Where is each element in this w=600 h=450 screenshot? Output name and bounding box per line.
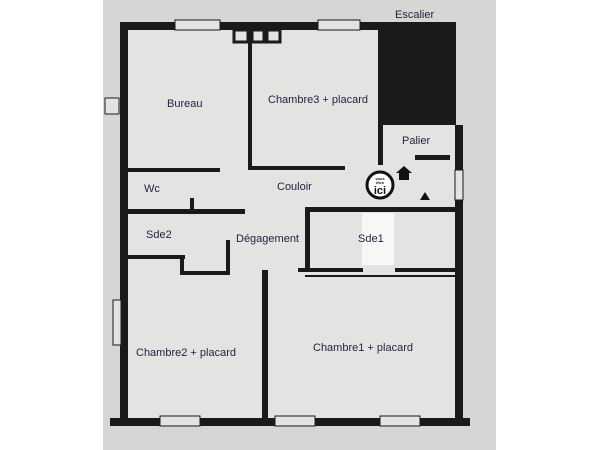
marker-line2: êtes — [376, 180, 385, 185]
marker-line1: vous — [375, 176, 385, 181]
label-sde2: Sde2 — [146, 229, 172, 241]
label-degagement: Dégagement — [236, 233, 299, 245]
label-bureau: Bureau — [167, 98, 203, 110]
closet-squares — [232, 28, 282, 44]
label-wc: Wc — [144, 183, 160, 195]
label-chambre2: Chambre2 + placard — [136, 347, 236, 359]
windows — [104, 19, 464, 427]
walls — [110, 22, 470, 426]
sde1-door — [362, 213, 394, 265]
you-are-here-marker — [365, 170, 395, 200]
label-chambre1: Chambre1 + placard — [313, 342, 413, 354]
label-escalier: Escalier — [395, 9, 435, 21]
label-chambre3: Chambre3 + placard — [268, 94, 368, 106]
marker-line3: ici — [374, 185, 386, 197]
house-icon — [396, 166, 412, 180]
stair-block — [378, 22, 456, 125]
label-sde1: Sde1 — [358, 233, 384, 245]
label-couloir: Couloir — [277, 181, 312, 193]
label-palier: Palier — [402, 135, 431, 147]
triangle-icon — [420, 192, 430, 200]
